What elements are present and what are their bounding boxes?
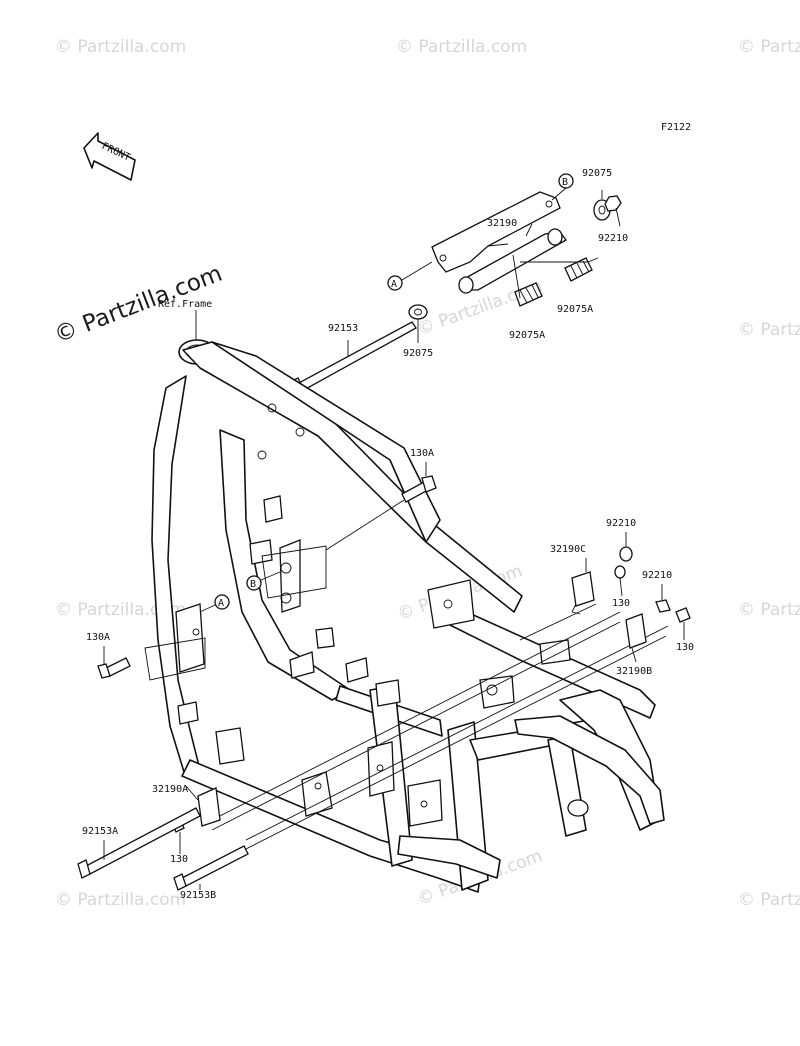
part-label-92153B: 92153B — [180, 890, 216, 901]
part-label-130: 130 — [612, 598, 630, 609]
bolt-92153B — [173, 845, 249, 891]
part-label-92210: 92210 — [606, 518, 636, 529]
callout-a-top: A — [387, 261, 433, 291]
callout-letter: A — [391, 279, 397, 290]
bracket-32190B — [625, 584, 691, 663]
watermark-text: © Partzilla.com — [55, 890, 186, 910]
part-label-92210: 92210 — [598, 233, 628, 244]
part-label-92153: 92153 — [328, 323, 358, 334]
part-label-130: 130 — [676, 642, 694, 653]
part-label-130A: 130A — [410, 448, 434, 459]
callout-letter: A — [218, 598, 224, 609]
part-label-92075A: 92075A — [557, 304, 593, 315]
watermark-text: © Partzilla.com — [55, 600, 186, 620]
part-label-92075A: 92075A — [509, 330, 545, 341]
part-label-32190C: 32190C — [550, 544, 586, 555]
front-arrow-icon: FRONT — [83, 132, 136, 181]
bolt-92153A — [77, 807, 201, 879]
watermark-text: © Partzilla.com — [738, 600, 800, 620]
part-label-32190B: 32190B — [616, 666, 652, 677]
diagram-code: F2122 — [661, 122, 691, 133]
motorcycle-frame — [151, 339, 665, 893]
part-label-32190: 32190 — [487, 218, 517, 229]
part-label-130: 130 — [170, 854, 188, 865]
callout-b-top: B — [551, 173, 574, 201]
part-label-130A: 130A — [86, 632, 110, 643]
cross-rods — [211, 603, 669, 851]
callout-b-left: B — [246, 571, 281, 591]
bracket-b-outline — [261, 545, 327, 599]
part-labels: 92075 32190 92210 92075A 92075A 92075 92… — [82, 168, 694, 901]
watermark-text: © Partzilla.com — [738, 320, 800, 340]
part-label-92210: 92210 — [642, 570, 672, 581]
watermark-text: © Partzilla.com — [738, 890, 800, 910]
part-label-32190A: 32190A — [152, 784, 188, 795]
part-label-92153A: 92153A — [82, 826, 118, 837]
watermark-text: © Partzilla.com — [396, 37, 527, 57]
bracket-32190C — [571, 532, 633, 615]
bracket-a-outline — [144, 637, 206, 681]
part-label-92075: 92075 — [403, 348, 433, 359]
bolt-130A-left — [97, 646, 131, 679]
callout-a-left: A — [199, 594, 230, 613]
bolt-130A-top — [325, 462, 437, 551]
watermark-text: © Partzilla.com — [738, 37, 800, 57]
part-label-92075: 92075 — [582, 168, 612, 179]
watermark-text: © Partzilla.com — [55, 37, 186, 57]
callout-letter: B — [562, 177, 568, 188]
ref-frame-label: Ref.Frame — [158, 299, 212, 310]
callout-letter: B — [250, 579, 256, 590]
top-mount-bracket — [408, 190, 622, 343]
